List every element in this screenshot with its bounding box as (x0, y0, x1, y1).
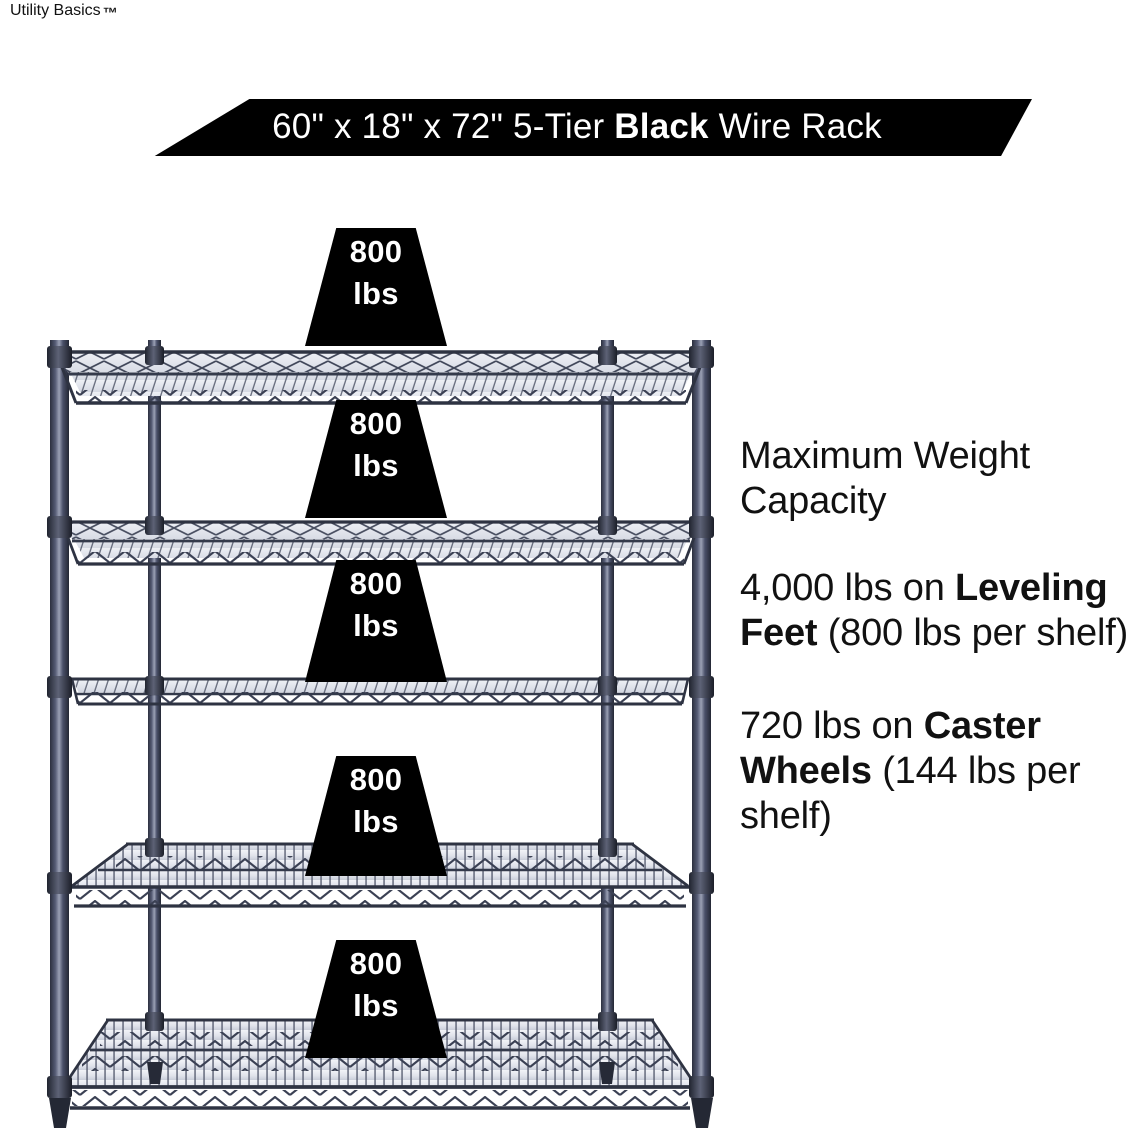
collar-tier-1 (47, 346, 714, 368)
product-title-banner: 60" x 18" x 72" 5-Tier Black Wire Rack (154, 99, 1032, 156)
capacity-heading: Maximum Weight Capacity (740, 434, 1130, 524)
leveling-label: Leveling Feet (740, 567, 1108, 654)
trademark-symbol: ™ (102, 5, 118, 22)
wire-rack-illustration (20, 200, 740, 1131)
weight-badge-amount: 800 (349, 406, 403, 441)
weight-badge-unit: lbs (353, 608, 399, 643)
caster-label: Caster Wheels (740, 705, 1041, 792)
product-dimensions: 60" x 18" x 72" (272, 106, 504, 146)
shelf-tier-3 (70, 677, 690, 706)
caster-per-shelf: (144 lbs per shelf) (740, 750, 1081, 837)
weight-badge-unit: lbs (353, 988, 399, 1023)
weight-capacity-copy: Maximum Weight Capacity 4,000 lbs on Lev… (740, 434, 1130, 839)
leveling-total: 4,000 lbs on (740, 567, 956, 609)
caster-wheels-capacity: 720 lbs on Caster Wheels (144 lbs per sh… (740, 704, 1130, 839)
collar-tier-3 (47, 676, 714, 698)
capacity-heading-line1: Maximum Weight (740, 435, 1031, 477)
weight-badge-unit: lbs (353, 448, 399, 483)
weight-badge-amount: 800 (349, 566, 403, 601)
leveling-per-shelf: (800 lbs per shelf) (817, 612, 1129, 654)
product-tier: 5-Tier (513, 106, 605, 146)
caster-total: 720 lbs on (740, 705, 924, 747)
weight-badge-amount: 800 (349, 234, 403, 269)
product-type: Wire Rack (718, 106, 882, 146)
shelf-tier-2 (60, 520, 702, 566)
product-title-text: 60" x 18" x 72" 5-Tier Black Wire Rack (272, 107, 882, 149)
brand-logo: Utility Basics ™ (10, 2, 118, 23)
capacity-heading-line2: Capacity (740, 480, 887, 522)
collar-tier-2 (47, 516, 714, 538)
leveling-feet (49, 1062, 713, 1128)
leveling-feet-capacity: 4,000 lbs on Leveling Feet (800 lbs per … (740, 566, 1130, 656)
weight-badge-amount: 800 (349, 946, 403, 981)
weight-badge-unit: lbs (353, 804, 399, 839)
collar-tier-5 (47, 1012, 714, 1098)
product-color: Black (614, 106, 709, 146)
weight-badge-amount: 800 (349, 762, 403, 797)
weight-badge-unit: lbs (353, 276, 399, 311)
collar-tier-4 (47, 838, 714, 894)
brand-name: Utility Basics (10, 2, 101, 19)
